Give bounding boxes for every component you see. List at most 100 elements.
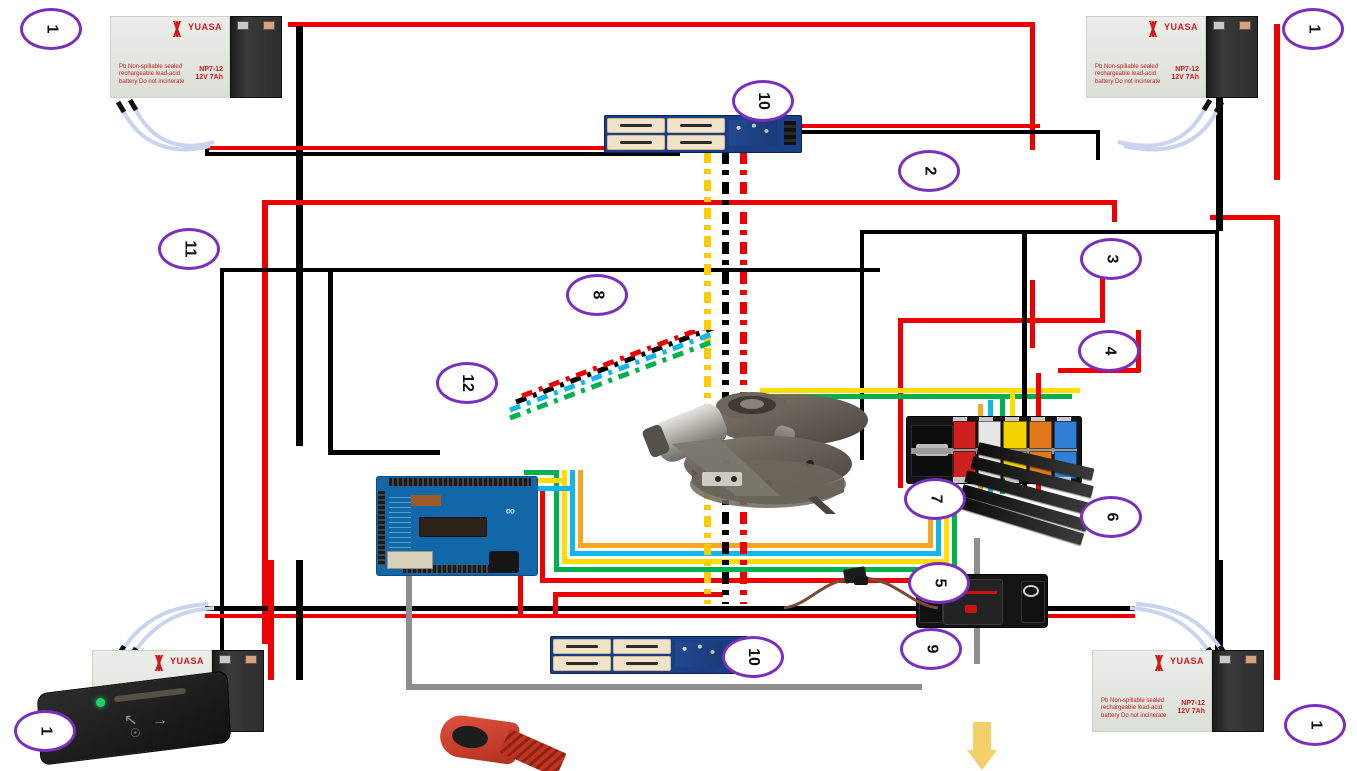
wire-orange-left (578, 470, 583, 548)
callout-battery-top-right[interactable]: 1 (1282, 8, 1344, 50)
callout-motor-driver[interactable]: 6 (1080, 496, 1142, 538)
callout-fuse-box[interactable]: 3 (1080, 238, 1142, 280)
battery-brand: YUASA (169, 656, 204, 666)
callout-battery-bottom-left[interactable]: 1 (14, 710, 76, 752)
wire-red-row578-up (540, 488, 545, 583)
breaker-mount-hole (1023, 585, 1039, 597)
bms-board-bottom[interactable] (550, 636, 748, 674)
wire-cyan-bottom (570, 551, 940, 556)
battery-spec: NP7-12 12V 7Ah (1177, 699, 1205, 716)
fuse-4[interactable] (1028, 421, 1052, 449)
battery-warning: Pb Non-spillable sealed rechargeable lea… (1095, 63, 1161, 86)
battery-negative-terminal (1213, 21, 1225, 30)
arduino-usb-port[interactable] (387, 551, 433, 569)
wire-red-bl-down (268, 560, 274, 680)
wire-red-row578 (540, 578, 1016, 583)
inline-connector-body (820, 566, 880, 590)
callout-arduino[interactable]: 12 (436, 362, 498, 404)
wire-cyan-left (570, 470, 575, 556)
battery-body (230, 16, 282, 98)
callout-battery-top-left[interactable]: 1 (20, 8, 82, 50)
wire-usb-gray-row (406, 684, 922, 690)
callout-inline-connector[interactable]: 5 (908, 562, 970, 604)
battery-label: YUASA NP7-12 12V 7Ah Pb Non-spillable se… (1086, 16, 1206, 98)
wire-green-bottom (554, 567, 956, 572)
fuse-3[interactable] (1003, 421, 1027, 449)
bus-line-yellow (704, 152, 711, 604)
wire-cyan-bottom-up (936, 486, 941, 556)
battery-warning: Pb Non-spillable sealed rechargeable lea… (119, 63, 185, 86)
sensor-threaded-shaft (499, 728, 567, 771)
bms-chips (675, 641, 723, 667)
callout-bms-top[interactable]: 10 (732, 80, 794, 122)
wire-green-bottom-up (952, 474, 957, 572)
battery-label: YUASA NP7-12 12V 7Ah Pb Non-spillable se… (1092, 650, 1212, 732)
wire-yellow-arduino-join (524, 478, 566, 483)
remote-power-icon[interactable]: ☉ (129, 725, 142, 741)
wire-red-row200 (262, 200, 1116, 205)
wire-black-right-trunk (1215, 230, 1219, 666)
arduino-power-jack[interactable] (489, 551, 519, 573)
callout-bms-bottom[interactable]: 10 (722, 636, 784, 678)
wire-black-arduino-in (328, 450, 440, 455)
battery-top-right[interactable]: YUASA NP7-12 12V 7Ah Pb Non-spillable se… (1086, 16, 1258, 98)
wire-green-top-bundle (760, 394, 1072, 399)
motor-turntable-assembly[interactable] (640, 392, 890, 517)
battery-positive-terminal (1245, 655, 1257, 664)
callout-sensor-head[interactable]: 8 (566, 274, 628, 316)
battery-spec: NP7-12 12V 7Ah (195, 65, 223, 82)
arduino-voltage-regulator (411, 495, 441, 506)
wire-red-right-join (1210, 215, 1280, 220)
battery-fan-icon (1147, 655, 1171, 671)
callout-turntable[interactable]: 7 (904, 478, 966, 520)
battery-label: YUASA NP7-12 12V 7Ah Pb Non-spillable se… (110, 16, 230, 98)
wire-green-left (554, 470, 559, 572)
arduino-header-top[interactable] (389, 478, 531, 486)
wire-black-bottom-bus (205, 606, 1135, 611)
wire-usb-gray-down (406, 498, 412, 686)
arduino-header-left[interactable] (378, 491, 385, 565)
bms-pin-header[interactable] (784, 121, 796, 145)
fuse-box-screws-bottom (953, 477, 1077, 483)
wire-black-row230 (860, 230, 1218, 234)
wire-red-fusebox-down (898, 318, 903, 488)
battery-positive-terminal (1239, 21, 1251, 30)
wire-black-tl-join (205, 146, 209, 156)
battery-top-left[interactable]: YUASA NP7-12 12V 7Ah Pb Non-spillable se… (110, 16, 282, 98)
wire-black-row268 (220, 268, 880, 272)
wire-black-driver-drop (1022, 234, 1027, 494)
callout-usb-hub[interactable]: 9 (900, 628, 962, 670)
battery-positive-terminal (245, 655, 257, 664)
wire-red-top (288, 22, 1034, 27)
callout-circuit-breaker[interactable]: 4 (1078, 330, 1140, 372)
battery-brand: YUASA (1169, 656, 1204, 666)
remote-right-arrow-icon[interactable]: → (150, 711, 169, 730)
fuse-5[interactable] (1053, 421, 1077, 449)
arduino-mcu-chip (419, 517, 487, 537)
fuse-1[interactable] (953, 421, 977, 449)
callout-remote[interactable]: 11 (158, 228, 220, 270)
wire-black-row146 (205, 152, 680, 156)
callout-battery-bottom-right[interactable]: 1 (1284, 704, 1346, 746)
battery-bottom-right[interactable]: YUASA NP7-12 12V 7Ah Pb Non-spillable se… (1092, 650, 1264, 732)
wire-yellow-left (562, 470, 567, 564)
wire-black-tl-down (296, 26, 303, 446)
bus-line-black (722, 152, 729, 604)
battery-body (1212, 650, 1264, 732)
wire-green-arduino-join (524, 470, 558, 475)
callout-blade-stack[interactable]: 2 (898, 150, 960, 192)
wire-black-br-down (1216, 560, 1223, 680)
battery-body (1206, 16, 1258, 98)
battery-brand: YUASA (1163, 22, 1198, 32)
wire-red-bms-bottom-feed (553, 592, 558, 614)
wire-black-bl-down (296, 560, 303, 680)
sensor-bundle-dashed (509, 330, 715, 420)
arduino-silkscreen (389, 497, 411, 559)
arduino-infinity-logo: ∞ (505, 503, 515, 518)
breaker-reset-button[interactable] (965, 605, 977, 613)
wire-yellow-bottom-up (944, 480, 949, 564)
sensor-head[interactable] (437, 712, 580, 771)
wire-orange-bottom-up (928, 492, 933, 548)
arduino-header-bottom[interactable] (403, 565, 491, 573)
arduino-mega-board[interactable]: ∞ (376, 476, 538, 576)
